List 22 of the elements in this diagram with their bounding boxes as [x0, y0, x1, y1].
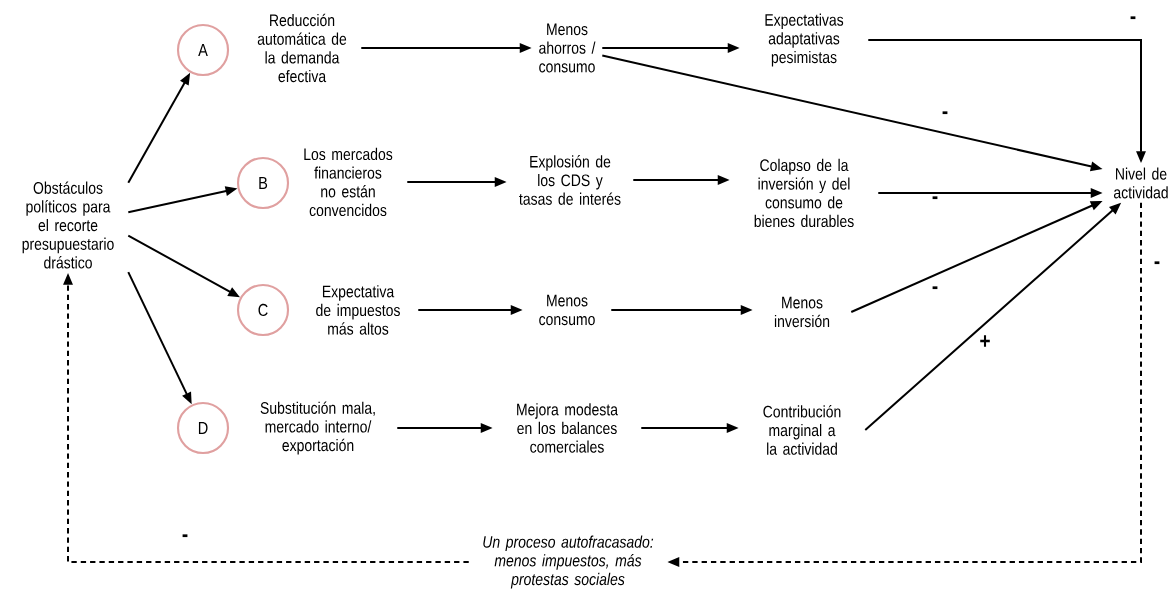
- concept-text: Menos inversión: [774, 296, 830, 328]
- concept-text: Contribución marginal a la actividad: [763, 405, 841, 455]
- sign-label: -: [930, 195, 940, 205]
- sign-label: -: [1128, 15, 1138, 25]
- concept-text: Mejora modesta en los balances comerciales: [517, 403, 618, 453]
- sign-label: -: [180, 533, 190, 543]
- concept-text: Explosión de los CDS y tasas de interés: [519, 155, 621, 205]
- concept-text: Nivel de actividad: [1113, 167, 1168, 199]
- concept-text: Expectativas adaptativas pesimistas: [765, 13, 844, 67]
- concept-text: Expectativa de impuestos más altos: [316, 285, 400, 335]
- sign-label: -: [940, 110, 950, 120]
- caption-text: Un proceso autofracasado: menos impuestos, más protestas sociales: [483, 535, 654, 589]
- sign-label: -: [1152, 260, 1162, 270]
- concept-text: Obstáculos políticos para el recorte presupuestario drástico: [22, 181, 114, 269]
- sign-label: -: [930, 285, 940, 295]
- sign-label: +: [978, 334, 992, 350]
- concept-text: Substitución mala, mercado interno/ exportación: [260, 401, 375, 455]
- concept-text: Colapso de la inversión y del consumo de bienes durables: [754, 158, 854, 228]
- concept-text: Menos consumo: [539, 294, 595, 326]
- concept-text: Menos ahorros / consumo: [539, 23, 596, 73]
- concept-text: Los mercados financieros no están convencidos: [304, 147, 393, 217]
- concept-text: Reducción automática de la demanda efectiva: [257, 13, 347, 83]
